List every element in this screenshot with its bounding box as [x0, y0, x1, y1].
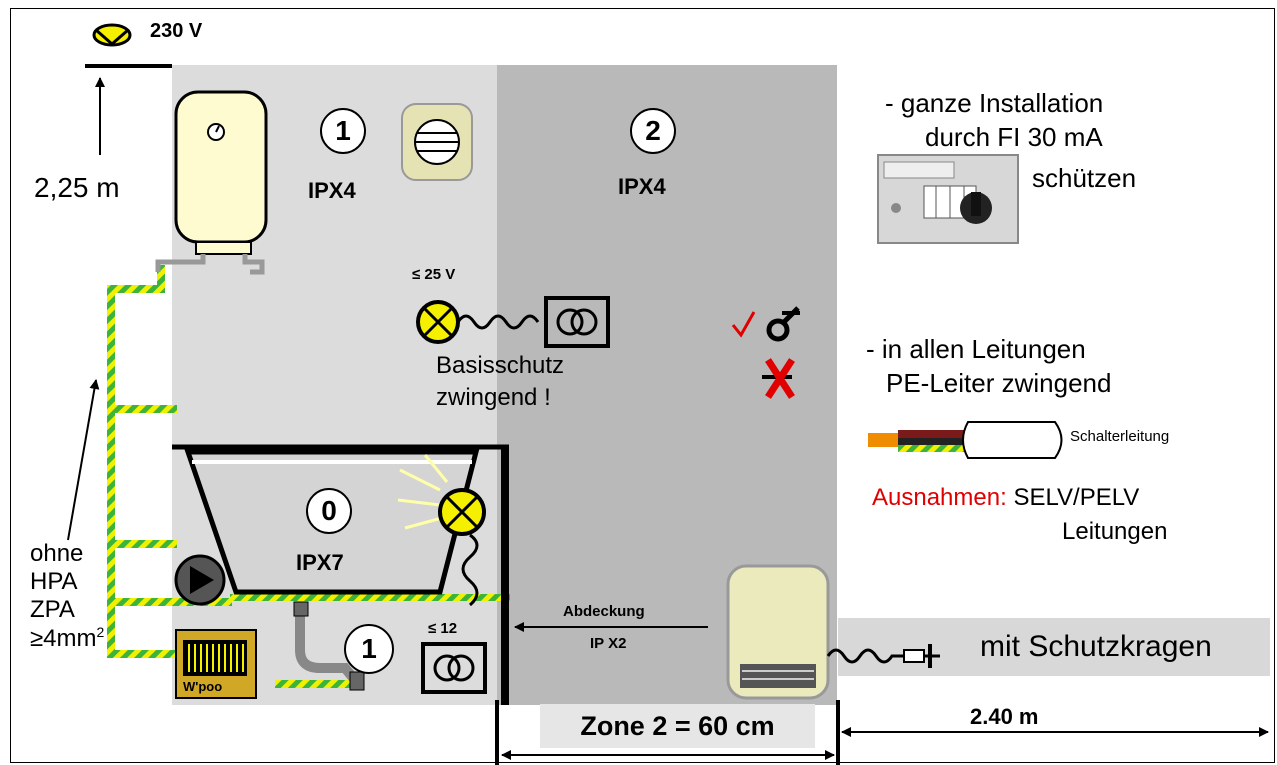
exceptions-label: Ausnahmen: — [872, 484, 1007, 511]
whirlpool-unit-icon — [175, 629, 257, 699]
bonding-conductor — [107, 265, 510, 688]
pe-note-line1: - in allen Leitungen — [866, 334, 1086, 364]
pe-note-line2: PE-Leiter zwingend — [886, 368, 1112, 398]
socket-label: mit Schutzkragen — [980, 630, 1212, 663]
cross-icon — [762, 358, 795, 399]
zone-1-marker: 1 — [320, 108, 366, 154]
distance-label: 2.40 m — [970, 704, 1039, 729]
basic-protection-line1: Basisschutz — [436, 352, 565, 379]
fi-note-line3: schützen — [1032, 163, 1137, 193]
exceptions-line2: Leitungen — [1062, 518, 1168, 545]
cable-icon — [868, 421, 1063, 459]
low-voltage-label: ≤ 12 — [428, 620, 458, 637]
zone-2-ip-label: IPX4 — [618, 174, 666, 199]
tub-lamp-icon — [397, 454, 486, 607]
fi-note-line1: - ganze Installation — [885, 88, 1104, 118]
cover-line1: Abdeckung — [563, 603, 645, 620]
supply-voltage-label: 230 V — [150, 20, 203, 42]
plug-icon — [903, 644, 940, 668]
whirlpool-label: W'poo — [183, 679, 223, 694]
zone2-width-box: Zone 2 = 60 cm — [540, 704, 815, 748]
bonding-line4: ≥4mm2 — [30, 624, 105, 652]
zone-0-marker: 0 — [306, 488, 352, 534]
zone-1-lower-marker: 1 — [344, 624, 394, 674]
transformer-low-icon — [421, 642, 487, 694]
cable-label: Schalterleitung — [1070, 428, 1170, 445]
rcd-breaker-icon — [877, 154, 1019, 244]
zone-2-marker: 2 — [630, 108, 676, 154]
transformer-icon — [544, 296, 610, 348]
bonding-line2: HPA — [30, 568, 78, 595]
zone-1-ip-label: IPX4 — [308, 178, 356, 203]
plug-symbol-icon — [766, 306, 800, 342]
lamp-icon — [416, 300, 460, 344]
heater-icon — [726, 564, 830, 700]
fi-note-line2: durch FI 30 mA — [925, 122, 1103, 152]
boiler-icon — [155, 90, 268, 275]
exceptions-value: SELV/PELV — [1013, 484, 1140, 511]
bonding-line3: ZPA — [30, 596, 75, 623]
bonding-line1: ohne — [30, 540, 84, 567]
vent-fan-icon — [401, 103, 473, 181]
basic-protection-line2: zwingend ! — [436, 384, 551, 411]
supply-symbol-icon — [92, 23, 132, 47]
checkmark-icon — [731, 311, 756, 338]
selv-voltage-label: ≤ 25 V — [412, 266, 456, 283]
height-label: 2,25 m — [34, 172, 120, 203]
cover-line2: IP X2 — [590, 635, 627, 652]
socket-band — [838, 618, 1270, 676]
zone2-width-label: Zone 2 = 60 cm — [580, 710, 775, 741]
zone-0-ip-label: IPX7 — [296, 550, 344, 575]
pump-icon — [174, 554, 226, 606]
exceptions-line1: Ausnahmen: SELV/PELV — [872, 484, 1139, 512]
diagram-frame — [10, 8, 1275, 763]
bonding-line4-sup: 2 — [96, 624, 105, 640]
